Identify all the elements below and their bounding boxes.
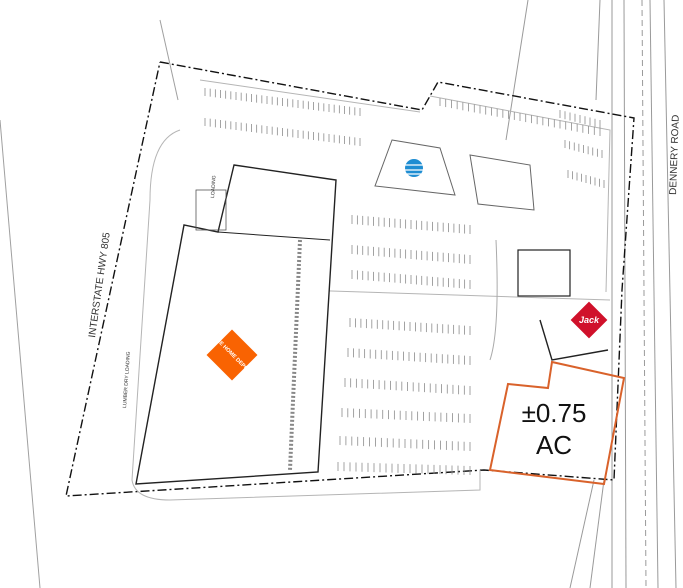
dennery-road-lines — [505, 0, 677, 588]
att-globe-icon — [405, 159, 423, 177]
att-pad — [374, 139, 535, 211]
dennery-road-label: DENNERY ROAD — [668, 115, 682, 196]
loading-top-label: LOADING — [210, 175, 218, 198]
parking-stall-rows — [204, 88, 605, 475]
drive-aisles — [131, 79, 611, 501]
home-depot-building: LOADING LUMBER DRY LOADING — [122, 164, 337, 485]
subject-parcel-outline — [488, 360, 626, 486]
freeway-lines — [0, 19, 179, 588]
parcel-size-line2: AC — [536, 430, 572, 460]
loading-side-label: LUMBER DRY LOADING — [122, 351, 132, 408]
jack-in-the-box-logo — [570, 301, 608, 339]
drive-thru-building — [489, 239, 609, 361]
property-boundary — [65, 61, 635, 497]
jack-logo-text: Jack — [579, 315, 600, 325]
parcel-size-line1: ±0.75 — [522, 398, 587, 428]
